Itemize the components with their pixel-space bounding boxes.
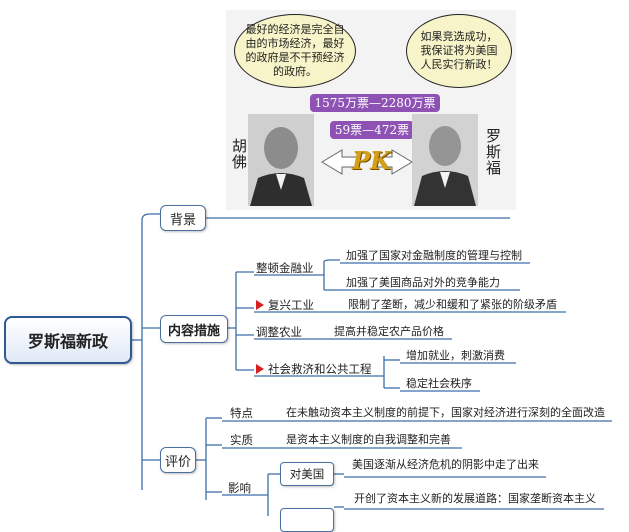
measure-agriculture-detail: 提高并稳定农产品价格 xyxy=(334,325,444,339)
measure-finance-detail-1: 加强了国家对金融制度的管理与控制 xyxy=(346,249,522,263)
background-node[interactable]: 背景 xyxy=(160,205,206,231)
flag-icon xyxy=(256,300,264,310)
measure-relief-label: 社会救济和公共工程 xyxy=(268,362,372,376)
eval-feature-detail: 在未触动资本主义制度的前提下，国家对经济进行深刻的全面改造 xyxy=(286,406,605,420)
root-node[interactable]: 罗斯福新政 xyxy=(4,316,132,364)
flag-icon xyxy=(256,364,264,374)
measures-node[interactable]: 内容措施 xyxy=(160,315,228,343)
eval-feature[interactable]: 特点 xyxy=(230,406,253,420)
root-node-label: 罗斯福新政 xyxy=(28,328,108,352)
measure-agriculture[interactable]: 调整农业 xyxy=(256,325,302,339)
measure-industry-detail: 限制了垄断，减少和缓和了紧张的阶级矛盾 xyxy=(348,298,557,312)
measure-relief-detail-1: 增加就业，刺激消费 xyxy=(406,349,505,363)
measure-industry-label: 复兴工业 xyxy=(268,298,314,312)
impact-usa-node[interactable]: 对美国 xyxy=(280,462,334,486)
evaluation-node[interactable]: 评价 xyxy=(160,447,196,473)
evaluation-node-label: 评价 xyxy=(165,451,191,470)
measure-relief[interactable]: 社会救济和公共工程 xyxy=(256,362,372,376)
measures-node-label: 内容措施 xyxy=(168,320,220,339)
eval-essence[interactable]: 实质 xyxy=(230,433,253,447)
impact-usa-label: 对美国 xyxy=(290,466,325,482)
eval-essence-detail: 是资本主义制度的自我调整和完善 xyxy=(286,433,451,447)
measure-industry[interactable]: 复兴工业 xyxy=(256,298,314,312)
measure-relief-detail-2: 稳定社会秩序 xyxy=(406,377,472,391)
background-node-label: 背景 xyxy=(170,209,196,228)
eval-impact[interactable]: 影响 xyxy=(228,481,251,495)
measure-finance-detail-2: 加强了美国商品对外的竞争能力 xyxy=(346,276,500,290)
impact-world-detail: 开创了资本主义新的发展道路：国家垄断资本主义 xyxy=(354,492,596,506)
impact-world-node[interactable] xyxy=(280,508,334,532)
impact-usa-detail: 美国逐渐从经济危机的阴影中走了出来 xyxy=(352,458,539,472)
measure-finance[interactable]: 整顿金融业 xyxy=(256,261,314,275)
